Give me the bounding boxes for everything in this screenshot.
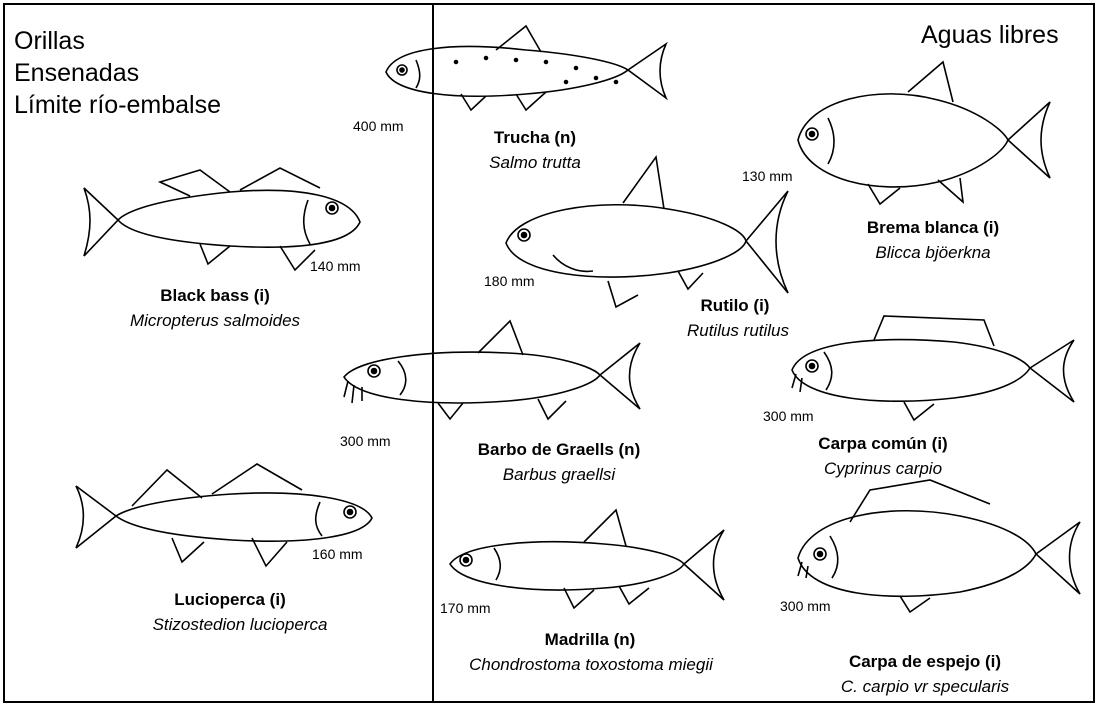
rutilo-size: 180 mm xyxy=(484,273,535,289)
trucha-size: 400 mm xyxy=(353,118,404,134)
carpa-comun-size: 300 mm xyxy=(763,408,814,424)
carpa-espejo-common-name: Carpa de espejo (i) xyxy=(810,652,1040,672)
barbo-size: 300 mm xyxy=(340,433,391,449)
brema-blanca-scientific-name: Blicca bjöerkna xyxy=(838,243,1028,263)
black-bass-size: 140 mm xyxy=(310,258,361,274)
black-bass-common-name: Black bass (i) xyxy=(120,286,310,306)
barbo-scientific-name: Barbus graellsi xyxy=(444,465,674,485)
lucioperca-common-name: Lucioperca (i) xyxy=(130,590,330,610)
carpa-comun-scientific-name: Cyprinus carpio xyxy=(798,459,968,479)
barbo-common-name: Barbo de Graells (n) xyxy=(444,440,674,460)
rutilo-illustration xyxy=(498,155,798,315)
barbo-illustration xyxy=(338,315,648,425)
trucha-illustration xyxy=(376,22,676,122)
carpa-espejo-size: 300 mm xyxy=(780,598,831,614)
lucioperca-size: 160 mm xyxy=(312,546,363,562)
habitat-right: Aguas libres xyxy=(921,20,1059,50)
brema-blanca-common-name: Brema blanca (i) xyxy=(838,218,1028,238)
carpa-espejo-scientific-name: C. carpio vr specularis xyxy=(810,677,1040,697)
madrilla-size: 170 mm xyxy=(440,600,491,616)
habitat-left-2: Ensenadas xyxy=(14,58,139,88)
lucioperca-scientific-name: Stizostedion lucioperca xyxy=(110,615,370,635)
madrilla-scientific-name: Chondrostoma toxostoma miegii xyxy=(446,655,736,675)
madrilla-common-name: Madrilla (n) xyxy=(510,630,670,650)
rutilo-common-name: Rutilo (i) xyxy=(680,296,790,316)
brema-blanca-illustration xyxy=(788,60,1068,210)
habitat-left-1: Orillas xyxy=(14,26,85,56)
carpa-comun-common-name: Carpa común (i) xyxy=(798,434,968,454)
carpa-comun-illustration xyxy=(784,312,1084,422)
trucha-common-name: Trucha (n) xyxy=(450,128,620,148)
habitat-left-3: Límite río-embalse xyxy=(14,90,221,120)
carpa-espejo-illustration xyxy=(790,478,1090,618)
black-bass-scientific-name: Micropterus salmoides xyxy=(100,311,330,331)
